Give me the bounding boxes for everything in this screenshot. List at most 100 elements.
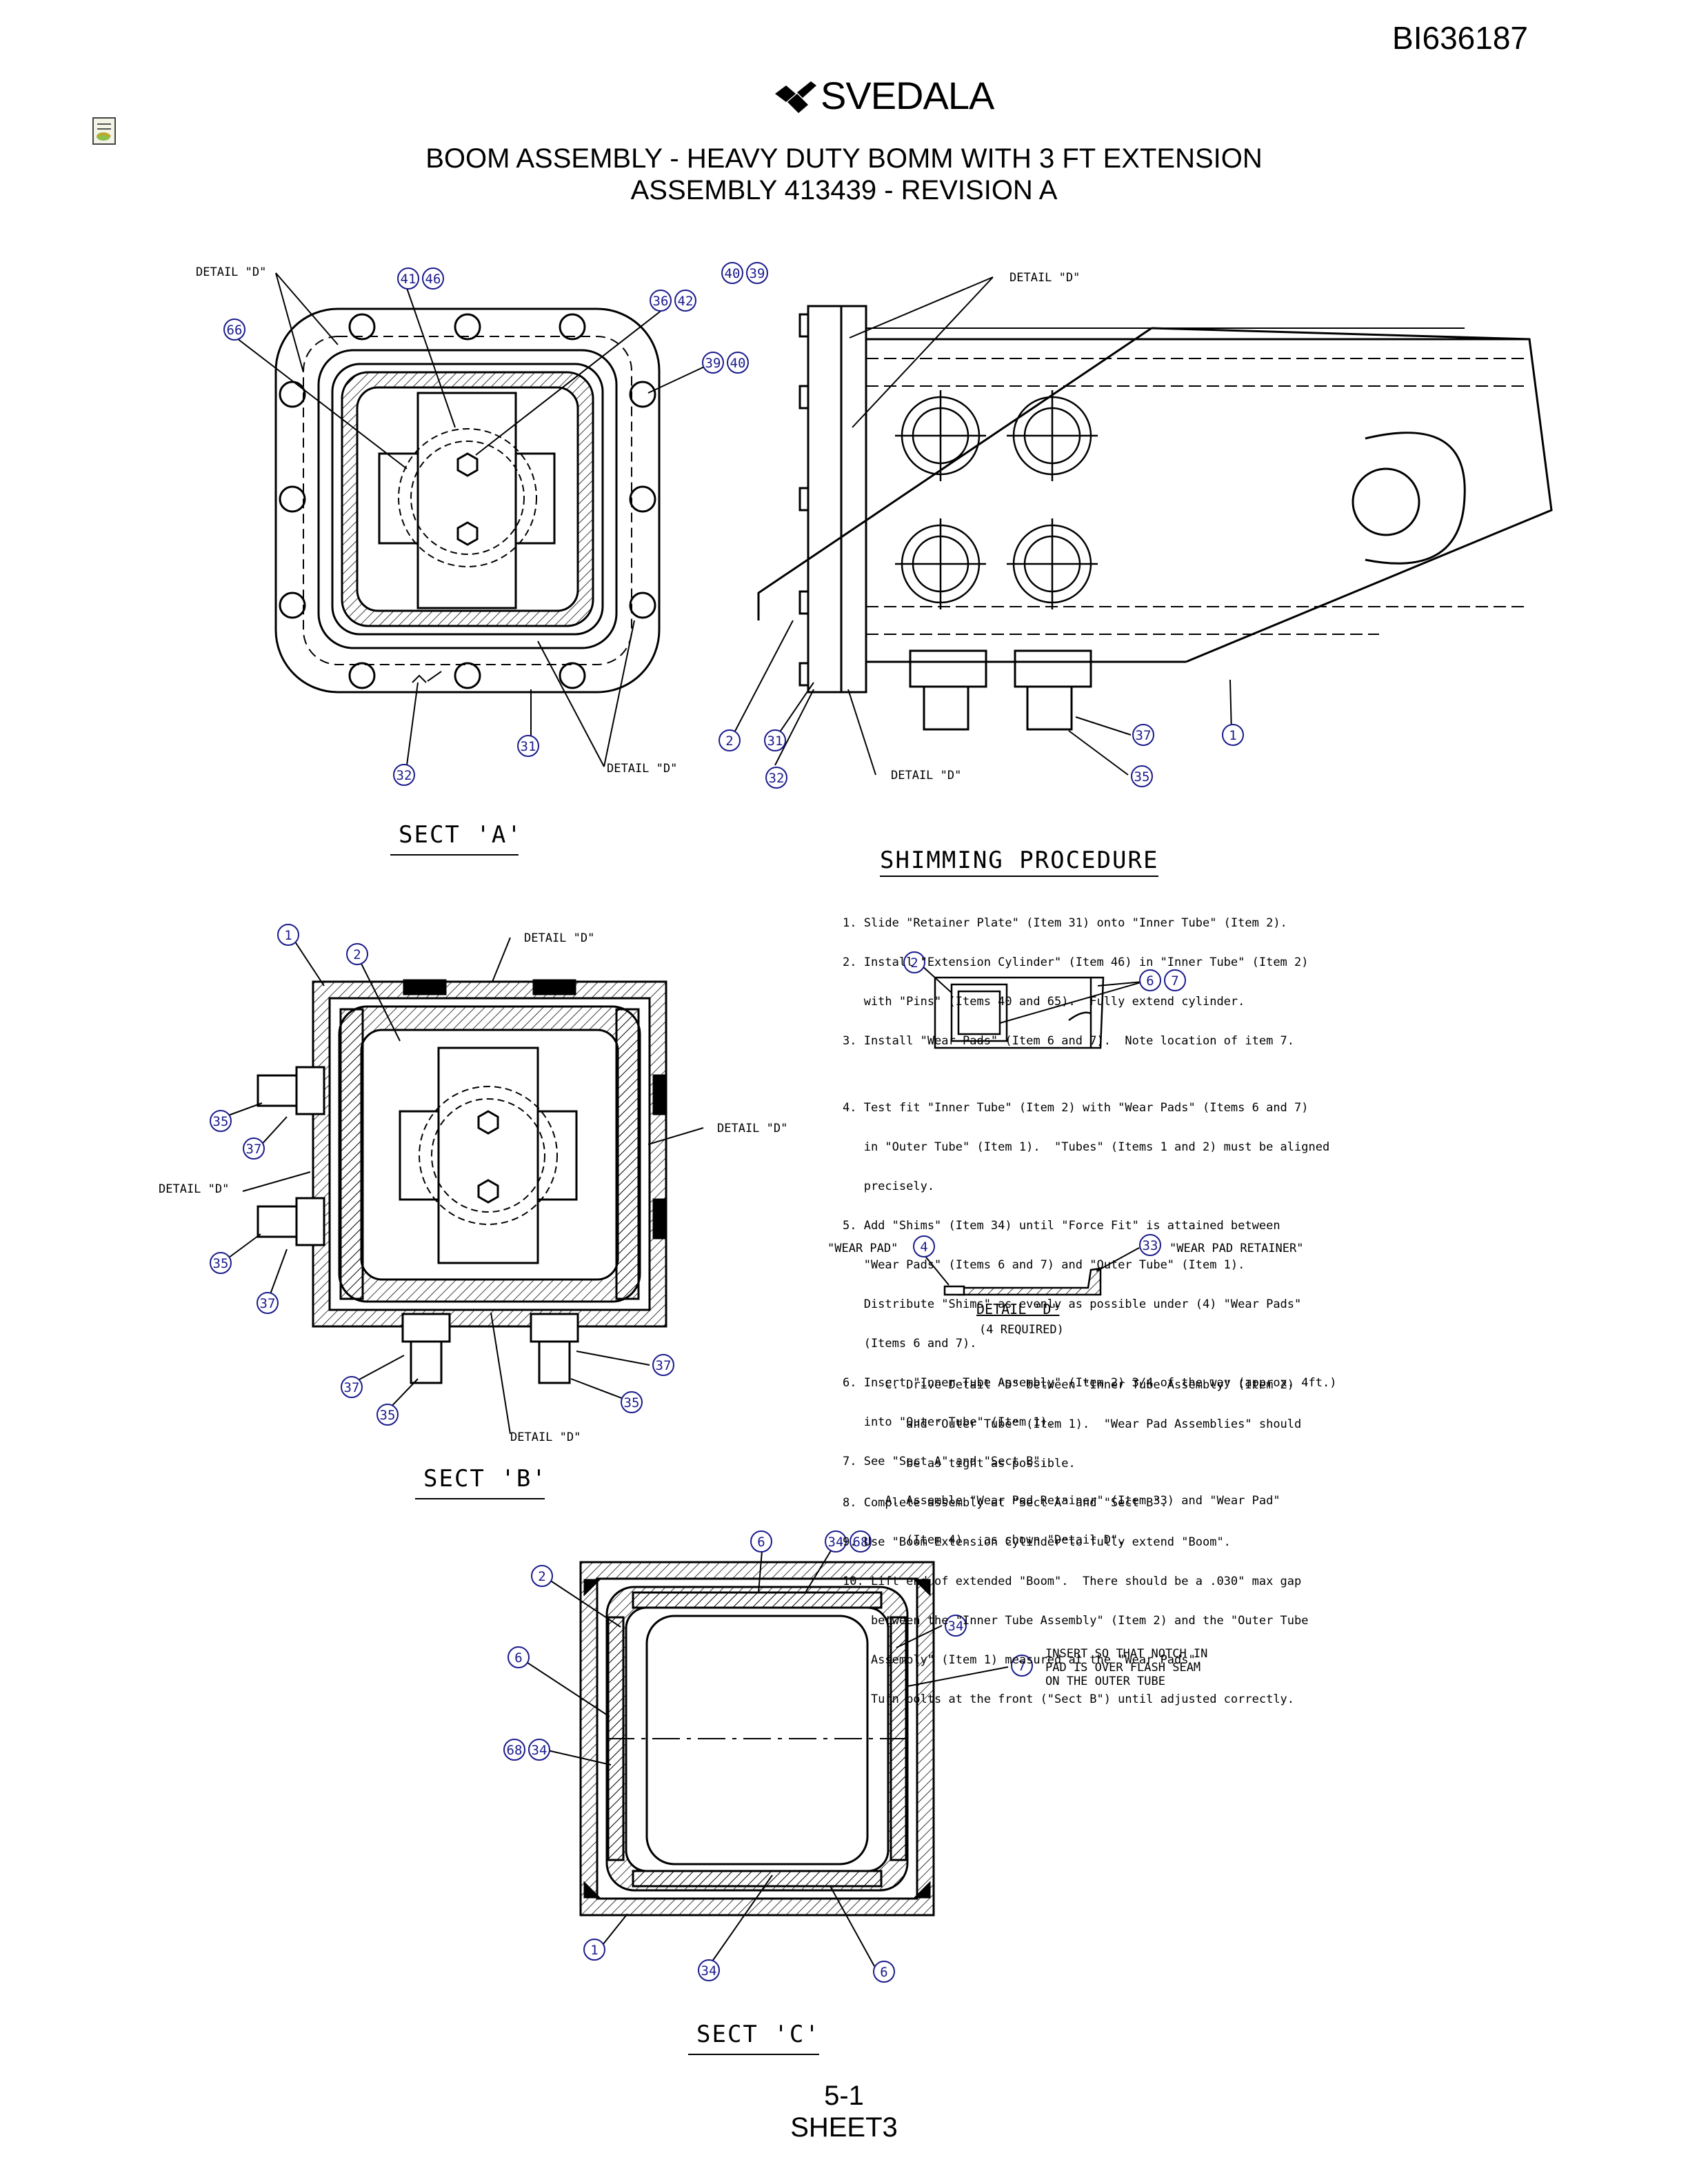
shimming-steps-b: 4. Test fit "Inner Tube" (Item 2) with "…	[843, 1075, 1336, 1560]
svg-text:1: 1	[1229, 728, 1236, 743]
balloon: 66	[223, 318, 245, 341]
balloon: 36	[650, 290, 672, 312]
svg-text:35: 35	[1134, 769, 1150, 785]
balloon: 37	[257, 1292, 279, 1314]
balloon: 35	[621, 1391, 643, 1413]
svg-text:36: 36	[653, 294, 669, 309]
document-icon[interactable]	[91, 116, 119, 146]
svg-text:68: 68	[507, 1743, 523, 1758]
document-id: BI636187	[1392, 20, 1528, 56]
shimming-step: into "Outer Tube" (Item 1).	[843, 1415, 1055, 1429]
detail-d-callouts: DETAIL "D" DETAIL "D" DETAIL "D" DETAIL …	[159, 265, 1303, 1688]
balloon: 39	[702, 352, 724, 374]
balloon: 6	[750, 1530, 772, 1553]
svg-text:35: 35	[380, 1408, 396, 1423]
shimming-step: Assembly" (Item 1) measured at the "Wear…	[843, 1653, 1203, 1667]
title-line-2: ASSEMBLY 413439 - REVISION A	[630, 175, 1058, 205]
shimming-step: 9. Use "Boom Extension Cylinder"to fully…	[843, 1535, 1231, 1549]
svg-text:35: 35	[213, 1114, 229, 1129]
svg-text:1: 1	[284, 928, 292, 943]
svg-text:66: 66	[227, 323, 243, 338]
balloon: 35	[1131, 765, 1153, 787]
shimming-step: "Wear Pads" (Items 6 and 7) and "Outer T…	[843, 1258, 1245, 1272]
balloon: 31	[517, 735, 539, 757]
svg-text:37: 37	[260, 1296, 276, 1311]
balloon: 40	[727, 352, 749, 374]
balloon: 7	[1164, 969, 1186, 991]
shimming-steps-c: C. Drive Detail "D" between "Inner Tube …	[843, 1353, 1309, 1719]
sect-a-view	[274, 307, 661, 694]
wear-pad-callout: "WEAR PAD"	[827, 1242, 898, 1255]
sheet-label: SHEET3	[790, 2112, 898, 2143]
shimming-step: between the "Inner Tube Assembly" (Item …	[843, 1614, 1309, 1628]
balloon: 2	[531, 1565, 553, 1587]
balloon: 35	[376, 1404, 399, 1426]
shimming-step: 5. Add "Shims" (Item 34) until "Force Fi…	[843, 1219, 1280, 1233]
detail-d-callout: DETAIL "D"	[1009, 271, 1080, 285]
svg-text:40: 40	[730, 356, 746, 371]
svg-text:7: 7	[1018, 1659, 1025, 1674]
balloon: 2	[346, 943, 368, 965]
balloon: 1	[1222, 724, 1244, 746]
detail-d-callout: DETAIL "D"	[891, 769, 961, 782]
sect-b-view	[257, 979, 667, 1384]
detail-d-label: DETAIL "D"	[976, 1301, 1060, 1317]
balloon: 35	[210, 1110, 232, 1132]
balloon: 6	[508, 1646, 530, 1668]
shimming-step: be as tight as possible.	[843, 1457, 1076, 1470]
balloon: 1	[277, 924, 299, 946]
balloon: 34	[945, 1615, 967, 1637]
shimming-step: in "Outer Tube" (Item 1). "Tubes" (Items…	[843, 1140, 1330, 1154]
balloon: 6	[1139, 969, 1161, 991]
shimming-step: 10. Lift end of extended "Boom". There s…	[843, 1575, 1302, 1588]
insert-note-line-2: PAD IS OVER FLASH SEAM	[1045, 1661, 1200, 1675]
svg-text:37: 37	[246, 1142, 262, 1157]
balloon: 42	[674, 290, 696, 312]
shimming-step: 8. Complete assembly at "Sect A" and "Se…	[843, 1496, 1167, 1510]
balloon: 7	[1011, 1655, 1033, 1677]
svg-text:32: 32	[769, 771, 785, 786]
balloon: 39	[746, 262, 768, 284]
svg-text:31: 31	[767, 734, 783, 749]
shimming-title: SHIMMING PROCEDURE	[880, 847, 1159, 877]
shimming-step: precisely.	[843, 1180, 935, 1193]
shimming-step: Turn bolts at the front ("Sect B") until…	[843, 1692, 1295, 1706]
insert-note-line-1: INSERT SO THAT NOTCH IN	[1045, 1647, 1207, 1661]
svg-text:7: 7	[1171, 973, 1178, 989]
logo-text: SVEDALA	[821, 74, 994, 117]
balloon: 35	[210, 1252, 232, 1274]
detail-d-callout: DETAIL "D"	[159, 1182, 229, 1196]
svg-text:68: 68	[853, 1535, 869, 1550]
svg-text:32: 32	[396, 768, 412, 783]
svg-text:6: 6	[880, 1965, 887, 1980]
svg-text:42: 42	[678, 294, 694, 309]
balloon: 31	[764, 729, 786, 751]
balloon: 41	[397, 267, 419, 290]
svg-text:1: 1	[590, 1943, 598, 1958]
title-line-1: BOOM ASSEMBLY - HEAVY DUTY BOMM WITH 3 F…	[425, 143, 1263, 174]
balloon: 32	[765, 767, 787, 789]
balloon: 40	[721, 262, 743, 284]
detail-d-callout: DETAIL "D"	[524, 931, 594, 945]
balloon: 1	[583, 1939, 605, 1961]
detail-d-callout: DETAIL "D"	[196, 265, 266, 279]
svg-text:39: 39	[750, 266, 765, 281]
wear-pad-sketch	[934, 976, 1105, 1049]
shimming-step: A. Assemble "Wear Pad Retainer" (Item 33…	[843, 1494, 1280, 1508]
shimming-step: C. Drive Detail "D" between "Inner Tube …	[843, 1378, 1295, 1392]
svg-text:31: 31	[521, 739, 536, 754]
shimming-step: (Item 4). as shown "Detail D".	[843, 1533, 1125, 1547]
leader-lines	[220, 272, 1232, 1967]
sect-c-label: SECT 'C'	[696, 2021, 821, 2048]
balloon: 2	[719, 729, 741, 751]
balloon: 34	[698, 1959, 720, 1981]
svg-text:2: 2	[353, 947, 361, 962]
shimming-step: (Items 6 and 7).	[843, 1337, 977, 1351]
svg-text:39: 39	[705, 356, 721, 371]
shimming-step: 6. Insert "Inner Tube Assembly" (Item 2)…	[843, 1376, 1337, 1390]
svg-text:35: 35	[213, 1256, 229, 1271]
svg-text:41: 41	[401, 272, 416, 287]
balloons: 41 46 36 42 66 39 40 32 31 40 39 2 31 32…	[210, 262, 1244, 1983]
shimming-step: Distribute "Shims" as evenly as possible…	[843, 1297, 1302, 1311]
